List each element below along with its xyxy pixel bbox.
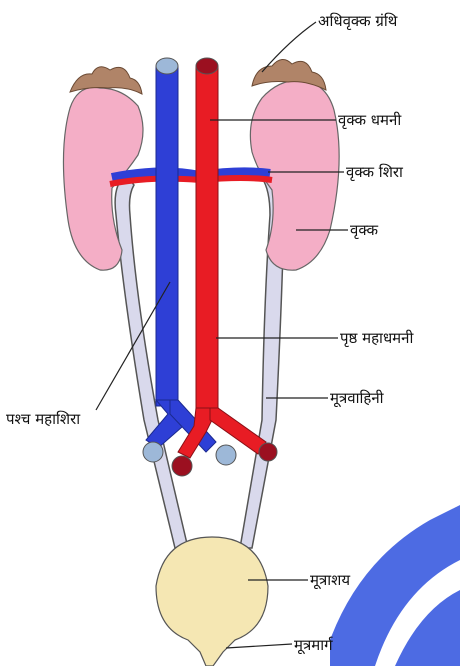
label-ureter: मूत्रवाहिनी [330,389,385,408]
label-urethra: मूत्रमार्ग [294,636,334,655]
label-kidney: वृक्क [350,221,379,240]
label-renal-vein: वृक्क शिरा [346,163,404,182]
label-posterior-vena-cava: पश्च महाशिरा [6,410,81,428]
label-urinary-bladder: मूत्राशय [310,571,350,590]
posterior-vena-cava [143,58,236,465]
label-dorsal-aorta: पृष्ठ महाधमनी [340,329,414,348]
label-adrenal-gland: अधिवृक्क ग्रंथि [318,12,398,31]
renal-artery [110,178,272,184]
label-renal-artery: वृक्क धमनी [338,111,402,130]
renal-vessels [110,172,272,184]
